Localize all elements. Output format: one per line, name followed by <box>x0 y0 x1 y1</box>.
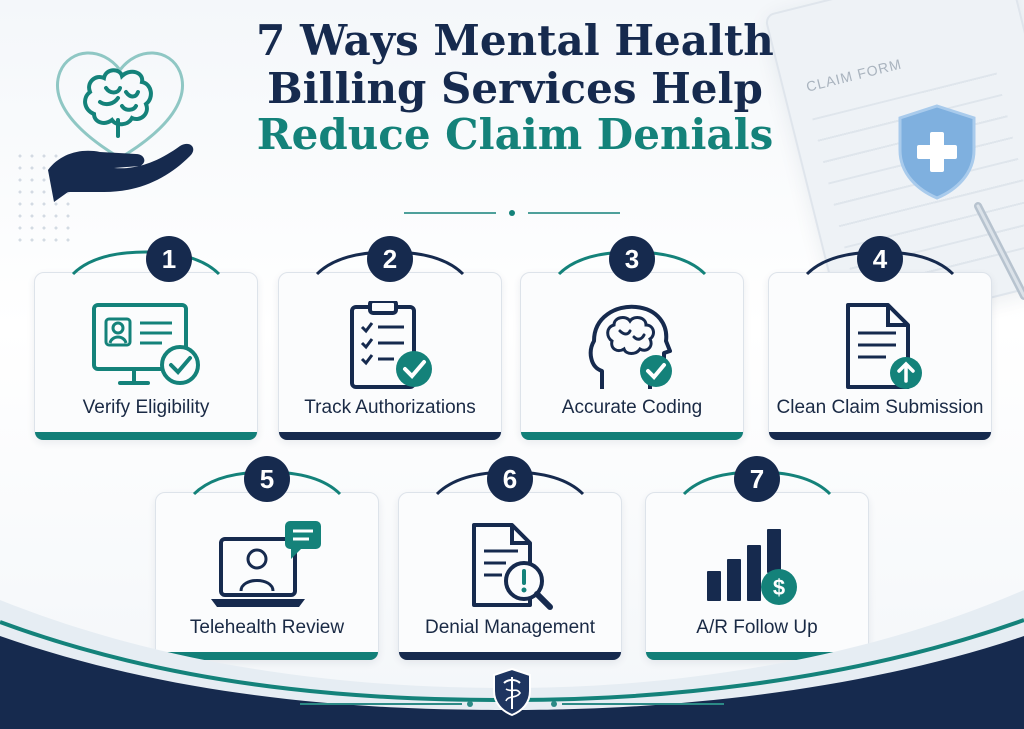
step-number-badge: 2 <box>367 236 413 282</box>
card-clean-claim-submission: Clean Claim Submission <box>768 272 992 440</box>
card-accent-bar <box>769 432 991 440</box>
card-label: Telehealth Review <box>189 617 345 638</box>
card-accent-bar <box>399 652 621 660</box>
card-accent-bar <box>279 432 501 440</box>
card-ar-follow-up: $ A/R Follow Up <box>645 492 869 660</box>
caduceus-shield-icon <box>493 667 531 717</box>
card-verify-eligibility: Verify Eligibility <box>34 272 258 440</box>
page-title: 7 Ways Mental Health Billing Services He… <box>205 20 825 156</box>
card-label: Track Authorizations <box>304 397 476 418</box>
card-track-authorizations: Track Authorizations <box>278 272 502 440</box>
pen-icon <box>974 202 1024 300</box>
brain-in-hand-logo-icon <box>48 51 194 202</box>
step-number-badge: 5 <box>244 456 290 502</box>
step-number-badge: 3 <box>609 236 655 282</box>
brain-head-icon <box>588 304 672 389</box>
card-label: Verify Eligibility <box>82 397 210 418</box>
document-upload-icon <box>846 303 922 389</box>
step-number-badge: 7 <box>734 456 780 502</box>
card-label: Accurate Coding <box>561 397 703 418</box>
monitor-check-icon <box>92 303 200 385</box>
card-accent-bar <box>646 652 868 660</box>
card-telehealth-review: Telehealth Review <box>155 492 379 660</box>
step-number-badge: 1 <box>146 236 192 282</box>
card-accent-bar <box>35 432 257 440</box>
card-accent-bar <box>156 652 378 660</box>
clipboard-checklist-icon <box>350 301 432 389</box>
card-accurate-coding: Accurate Coding <box>520 272 744 440</box>
card-label: A/R Follow Up <box>696 617 818 638</box>
laptop-video-icon <box>211 521 321 607</box>
step-number-badge: 6 <box>487 456 533 502</box>
document-magnifier-icon <box>472 523 553 610</box>
svg-text:$: $ <box>773 575 785 600</box>
title-divider <box>404 210 620 216</box>
card-accent-bar <box>521 432 743 440</box>
title-line-3: Reduce Claim Denials <box>256 110 774 159</box>
card-denial-management: Denial Management <box>398 492 622 660</box>
card-label: Denial Management <box>424 617 596 638</box>
title-line-2: Billing Services Help <box>267 64 763 113</box>
step-number-badge: 4 <box>857 236 903 282</box>
title-line-1: 7 Ways Mental Health <box>256 16 774 65</box>
bar-chart-dollar-icon: $ <box>707 529 797 605</box>
medical-shield-icon <box>898 104 976 200</box>
card-label: Clean Claim Submission <box>776 397 984 418</box>
